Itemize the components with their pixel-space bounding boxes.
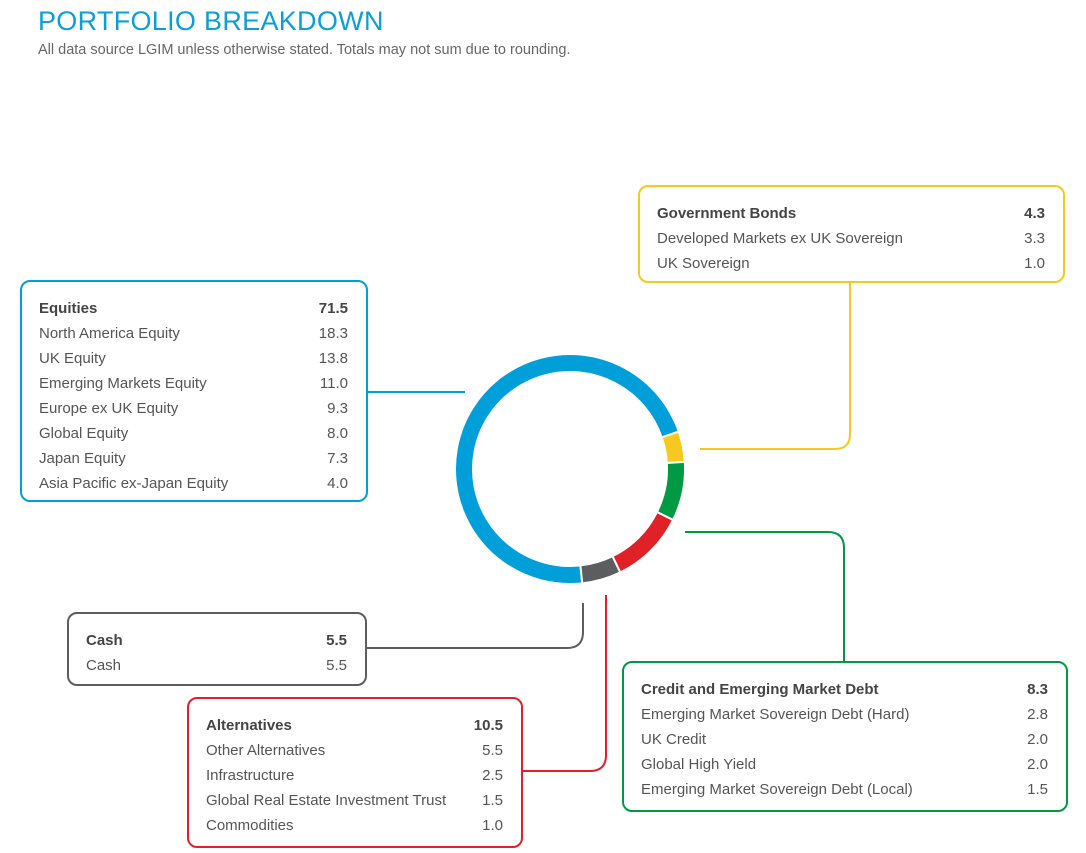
connector-cash [366, 603, 584, 649]
holding-value: 1.0 [482, 817, 503, 834]
holding-label: North America Equity [39, 325, 180, 342]
category-total: 71.5 [318, 300, 348, 317]
connector-lines [366, 283, 851, 772]
connector-credit-emd [685, 531, 845, 662]
donut-slices [454, 353, 686, 585]
holding-label: Infrastructure [206, 767, 295, 784]
box-header: Cash 5.5 [86, 628, 347, 653]
holding-row: Developed Markets ex UK Sovereign 3.3 [657, 226, 1045, 251]
holding-label: Cash [86, 657, 122, 674]
holding-row: Emerging Market Sovereign Debt (Hard) 2.8 [641, 702, 1048, 727]
holding-row: Global Real Estate Investment Trust 1.5 [206, 788, 503, 813]
holding-value: 13.8 [318, 350, 348, 367]
holding-value: 3.3 [1024, 230, 1045, 247]
box-header: Alternatives 10.5 [206, 713, 503, 738]
holding-row: UK Equity 13.8 [39, 346, 348, 371]
box-header: Government Bonds 4.3 [657, 201, 1045, 226]
holding-value: 1.5 [1027, 781, 1048, 798]
holding-label: UK Sovereign [657, 255, 750, 272]
category-title: Alternatives [206, 717, 292, 734]
category-title: Government Bonds [657, 205, 797, 222]
holding-value: 1.0 [1024, 255, 1045, 272]
category-total: 5.5 [326, 632, 347, 649]
category-total: 4.3 [1024, 205, 1045, 222]
box-header: Equities 71.5 [39, 296, 348, 321]
holding-value: 2.0 [1027, 756, 1048, 773]
holding-row: Global High Yield 2.0 [641, 752, 1048, 777]
donut-slice-credit-and-emerging-market-debt [655, 460, 686, 522]
holding-row: Emerging Market Sovereign Debt (Local) 1.… [641, 777, 1048, 802]
holding-value: 5.5 [326, 657, 347, 674]
holding-row: UK Sovereign 1.0 [657, 251, 1045, 276]
holding-label: Commodities [206, 817, 294, 834]
holding-row: Commodities 1.0 [206, 813, 503, 838]
holding-label: Global Real Estate Investment Trust [206, 792, 447, 809]
category-total: 8.3 [1027, 681, 1048, 698]
category-title: Equities [39, 300, 98, 317]
box-header: Credit and Emerging Market Debt 8.3 [641, 677, 1048, 702]
holding-value: 4.0 [327, 475, 348, 492]
holding-row: Cash 5.5 [86, 653, 347, 678]
holding-row: Japan Equity 7.3 [39, 446, 348, 471]
connector-government-bonds [700, 283, 851, 450]
category-title: Cash [86, 632, 123, 649]
holding-label: UK Equity [39, 350, 106, 367]
category-total: 10.5 [473, 717, 503, 734]
donut-slice-cash [579, 554, 622, 585]
holding-value: 8.0 [327, 425, 348, 442]
holding-label: Emerging Market Sovereign Debt (Local) [641, 781, 913, 798]
holding-value: 9.3 [327, 400, 348, 417]
holding-label: Global Equity [39, 425, 129, 442]
holding-row: Infrastructure 2.5 [206, 763, 503, 788]
holding-value: 2.8 [1027, 706, 1048, 723]
holding-row: Emerging Markets Equity 11.0 [39, 371, 348, 396]
holding-label: UK Credit [641, 731, 707, 748]
holding-row: North America Equity 18.3 [39, 321, 348, 346]
holding-label: Emerging Markets Equity [39, 375, 207, 392]
holding-label: Emerging Market Sovereign Debt (Hard) [641, 706, 910, 723]
holding-row: Other Alternatives 5.5 [206, 738, 503, 763]
holding-label: Global High Yield [641, 756, 757, 773]
holding-row: Asia Pacific ex-Japan Equity 4.0 [39, 471, 348, 496]
category-title: Credit and Emerging Market Debt [641, 681, 879, 698]
holding-value: 2.0 [1027, 731, 1048, 748]
holding-label: Asia Pacific ex-Japan Equity [39, 475, 229, 492]
holding-label: Developed Markets ex UK Sovereign [657, 230, 903, 247]
holding-value: 1.5 [482, 792, 503, 809]
connector-alternatives [522, 595, 607, 772]
holding-value: 5.5 [482, 742, 503, 759]
holding-value: 18.3 [318, 325, 348, 342]
holding-label: Europe ex UK Equity [39, 400, 179, 417]
holding-value: 11.0 [319, 375, 348, 392]
holding-row: Europe ex UK Equity 9.3 [39, 396, 348, 421]
holding-label: Other Alternatives [206, 742, 326, 759]
holding-value: 2.5 [482, 767, 503, 784]
donut-slice-government-bonds [660, 430, 686, 465]
holding-value: 7.3 [327, 450, 348, 467]
donut-slice-alternatives [611, 510, 675, 574]
holding-row: UK Credit 2.0 [641, 727, 1048, 752]
holding-label: Japan Equity [39, 450, 126, 467]
holding-row: Global Equity 8.0 [39, 421, 348, 446]
page-title: PORTFOLIO BREAKDOWN [38, 6, 384, 36]
page-subtitle: All data source LGIM unless otherwise st… [38, 42, 571, 58]
